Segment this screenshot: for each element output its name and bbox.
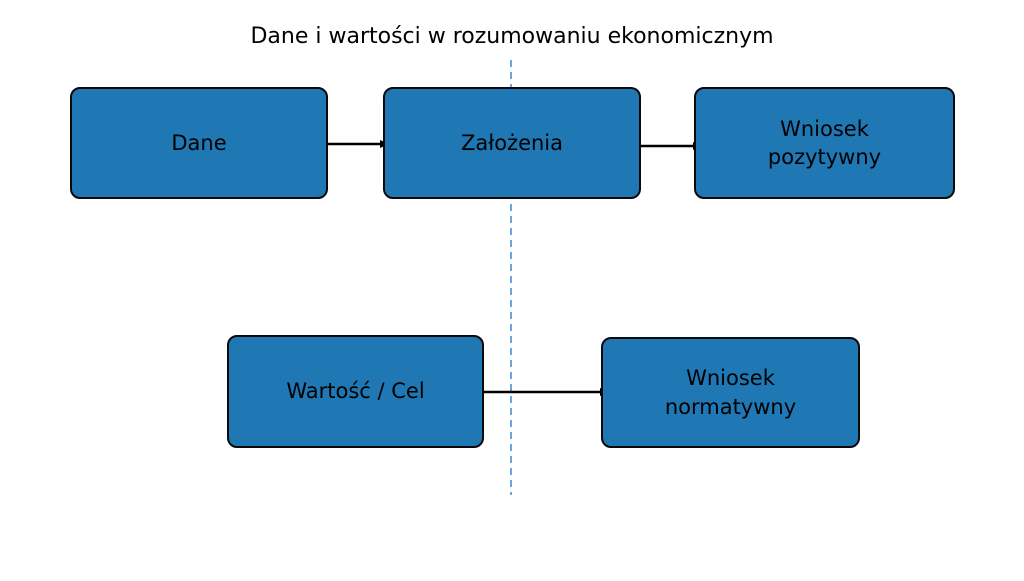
node-zalozenia: Założenia <box>383 87 641 199</box>
node-wartosc-cel: Wartość / Cel <box>227 335 484 448</box>
node-dane: Dane <box>70 87 328 199</box>
node-wniosek-normatywny: Wniosek normatywny <box>601 337 860 448</box>
node-wniosek-pozytywny: Wniosek pozytywny <box>694 87 955 199</box>
diagram-title: Dane i wartości w rozumowaniu ekonomiczn… <box>250 24 774 49</box>
